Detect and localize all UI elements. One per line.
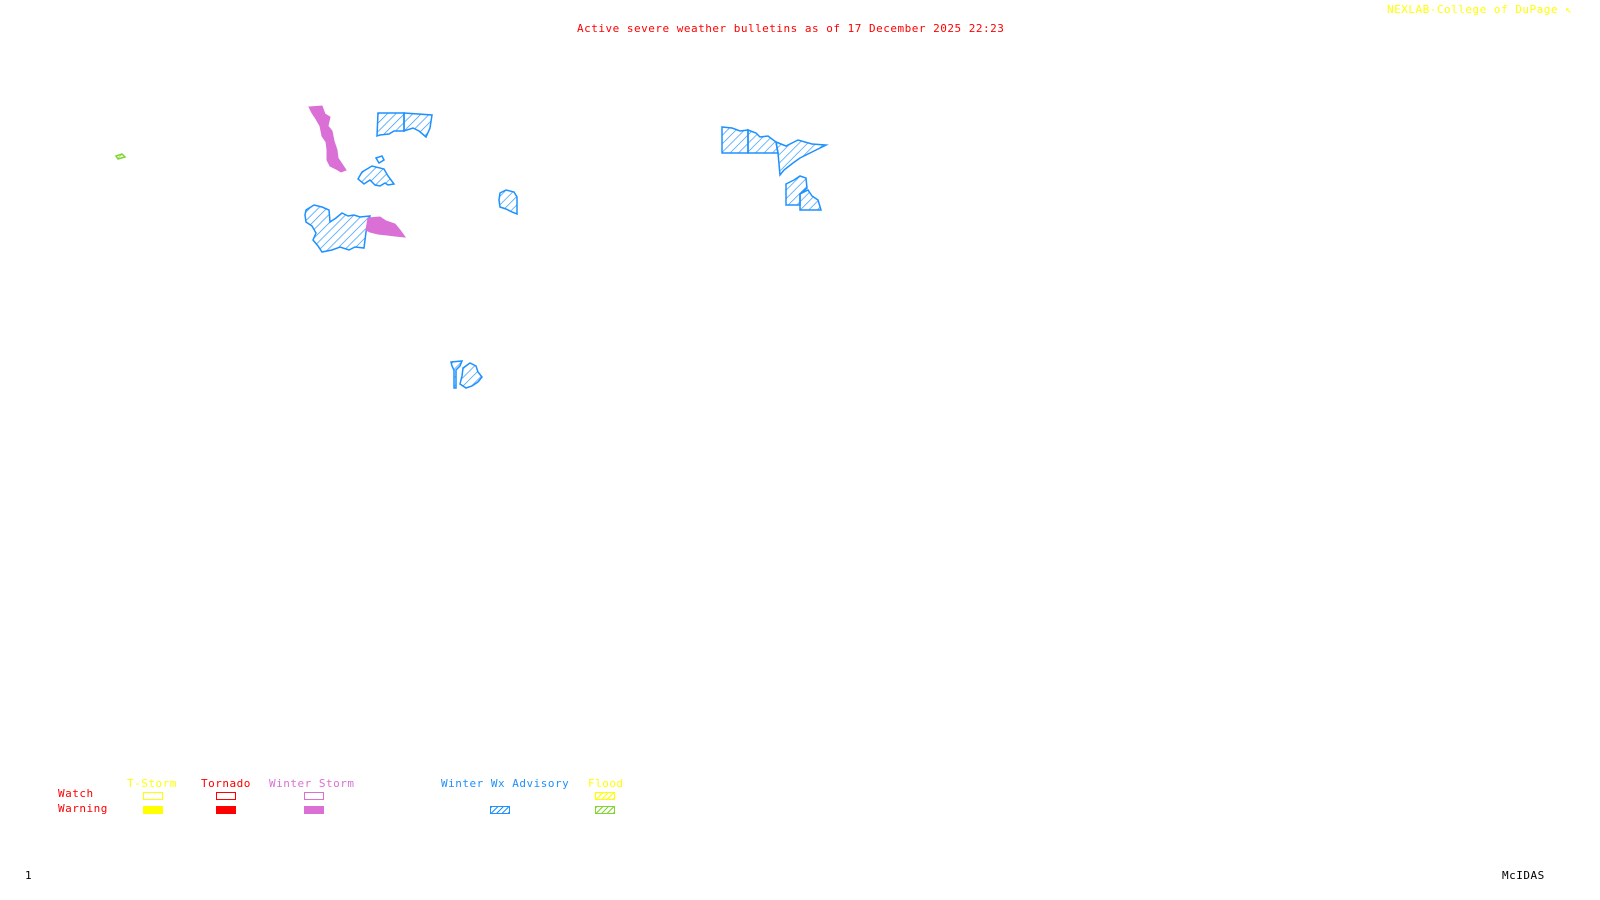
frame-number: 1 [25, 869, 33, 882]
winter-wx-advisory-region [799, 189, 823, 211]
legend-winter-wx-advisory-label: Winter Wx Advisory [441, 777, 570, 790]
winter-wx-advisory-region [376, 112, 405, 138]
winter-wx-advisory-region [304, 204, 371, 253]
winter-storm-warning-region [365, 216, 407, 238]
credit-label: NEXLAB-College of DuPage ↖ [1387, 4, 1572, 16]
winter-wx-advisory-region [357, 165, 396, 187]
software-label: McIDAS [1502, 869, 1545, 882]
winter-storm-warning-region [308, 105, 347, 173]
winter-wx-advisory-region [785, 175, 808, 206]
legend-flood-watch-swatch [595, 792, 615, 800]
legend-tornado-warning-swatch [216, 806, 236, 814]
legend-tstorm-watch-swatch [143, 792, 163, 800]
winter-wx-advisory-region [747, 128, 779, 154]
legend-flood-warning-swatch [595, 806, 615, 814]
legend-winter-storm-warning-swatch [304, 806, 324, 814]
winter-wx-advisory-region [403, 112, 433, 139]
flood-warning-region [114, 153, 127, 160]
winter-wx-advisory-region [721, 126, 749, 154]
winter-wx-advisory-region [498, 189, 518, 216]
legend-tstorm-warning-swatch [143, 806, 163, 814]
winter-wx-advisory-region [374, 155, 385, 165]
legend-tornado-label: Tornado [201, 777, 251, 790]
page-title: Active severe weather bulletins as of 17… [577, 22, 1005, 35]
legend-winter-storm-label: Winter Storm [269, 777, 355, 790]
legend-warning-label: Warning [58, 802, 108, 815]
cursor-icon: ↖ [1565, 3, 1573, 16]
winter-wx-advisory-region [459, 362, 483, 389]
legend-tstorm-label: T-Storm [127, 777, 177, 790]
winter-wx-advisory-region [450, 360, 464, 389]
winter-wx-advisory-region [775, 139, 829, 177]
legend-flood-label: Flood [588, 777, 624, 790]
legend-watch-label: Watch [58, 787, 94, 800]
legend-winter-wx-advisory-swatch [490, 806, 510, 814]
legend-tornado-watch-swatch [216, 792, 236, 800]
legend-winter-storm-watch-swatch [304, 792, 324, 800]
credit-text: NEXLAB-College of DuPage [1387, 3, 1558, 16]
